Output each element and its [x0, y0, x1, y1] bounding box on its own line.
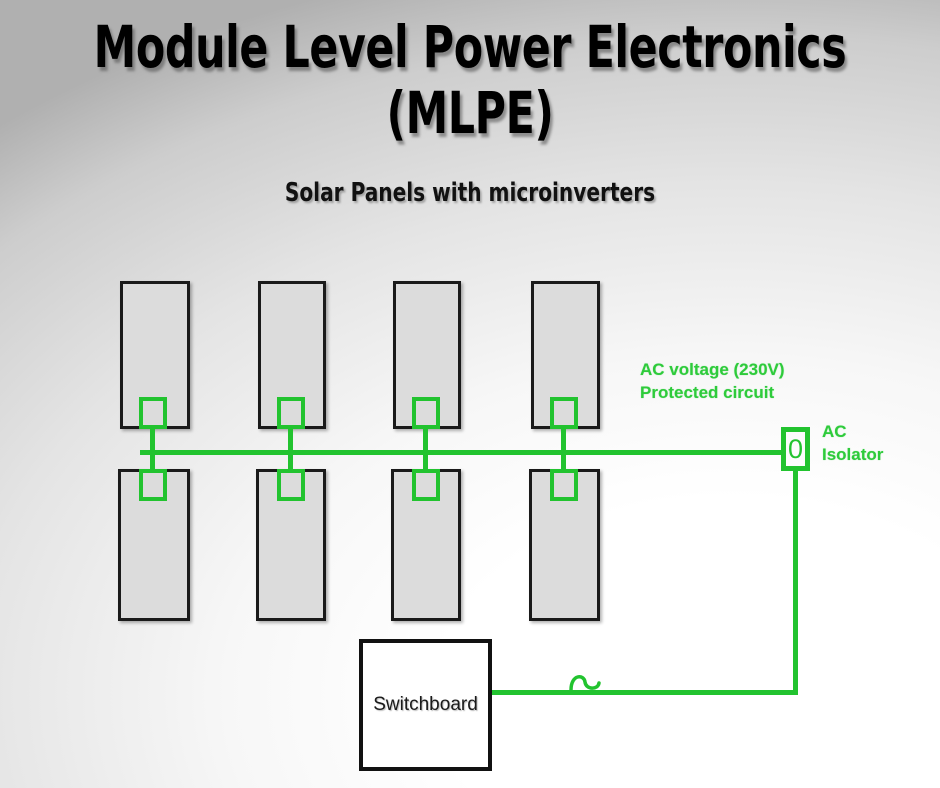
solar-panel-top-1	[120, 281, 190, 429]
drop-wire-2	[288, 427, 293, 472]
title-block: Module Level Power Electronics (MLPE)	[0, 14, 940, 146]
isolator-downfeed-wire	[793, 468, 798, 695]
solar-panel-top-2	[258, 281, 326, 429]
microinverter-top-2	[277, 397, 305, 429]
sine-wave-icon	[568, 668, 606, 694]
drop-wire-3	[423, 427, 428, 472]
page-title: Module Level Power Electronics (MLPE)	[93, 13, 847, 147]
solar-panel-bottom-1	[118, 469, 190, 621]
microinverter-top-3	[412, 397, 440, 429]
page-subtitle: Solar Panels with microinverters	[284, 178, 656, 208]
switchboard-label: Switchboard	[373, 694, 478, 715]
ac-bus-wire	[140, 450, 784, 455]
ac-isolator-label: AC Isolator	[822, 422, 884, 464]
solar-panel-bottom-3	[391, 469, 461, 621]
solar-panel-top-4	[531, 281, 600, 429]
ac-voltage-annotation: AC voltage (230V) Protected circuit	[640, 360, 785, 402]
drop-wire-1	[150, 427, 155, 472]
isolator-zero-icon: 0	[787, 433, 804, 464]
microinverter-bottom-1	[139, 469, 167, 501]
drop-wire-4	[561, 427, 566, 472]
microinverter-bottom-3	[412, 469, 440, 501]
switchboard-feed-wire	[491, 690, 798, 695]
microinverter-bottom-4	[550, 469, 578, 501]
microinverter-top-1	[139, 397, 167, 429]
switchboard-box: Switchboard	[359, 639, 492, 771]
ac-isolator-switch[interactable]: 0	[781, 427, 810, 471]
microinverter-bottom-2	[277, 469, 305, 501]
microinverter-top-4	[550, 397, 578, 429]
